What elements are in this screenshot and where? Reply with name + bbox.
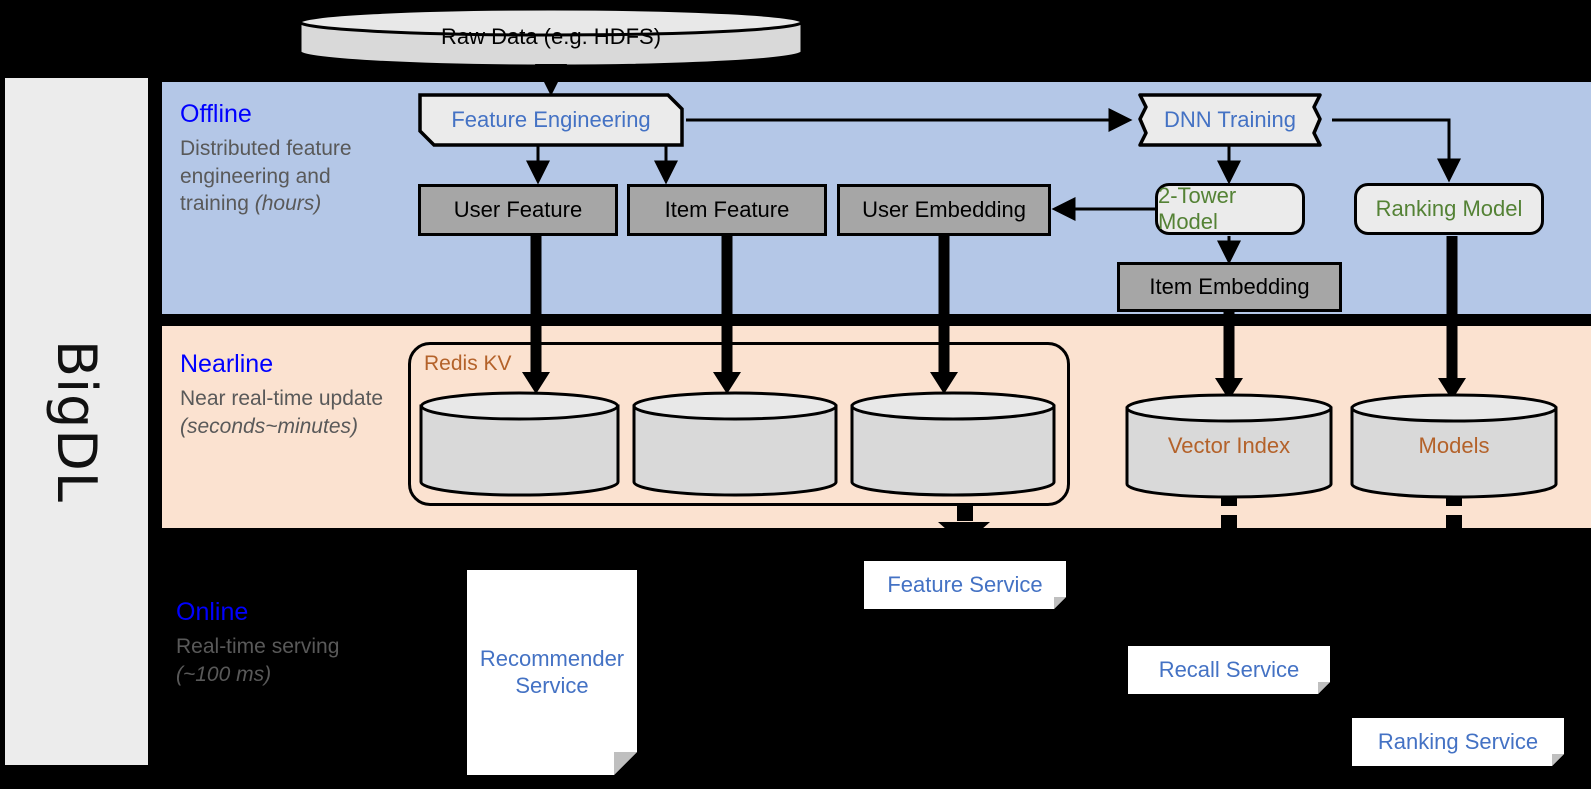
user-embedding-label: User Embedding [862,197,1026,222]
online-subtitle-emphasis: (~100 ms) [176,662,272,686]
recall-service-label: Recall Service [1158,656,1300,682]
node-two-tower-model[interactable]: 2-Tower Model [1155,183,1305,235]
offline-title: Offline [180,100,252,128]
node-ranking-model[interactable]: Ranking Model [1354,183,1544,235]
online-title: Online [176,598,249,626]
nearline-subtitle: Near real-time update (seconds~minutes) [180,385,390,440]
store-item-feature-label [631,390,839,498]
nearline-subtitle-text: Near real-time update [180,387,384,410]
offline-subtitle-text: Distributed feature engineering and trai… [180,137,352,216]
ranking-model-label: Ranking Model [1375,196,1523,221]
vector-index-label: Vector Index [1167,433,1291,458]
offline-subtitle-emphasis: (hours) [254,192,322,216]
node-user-feature[interactable]: User Feature [418,184,618,236]
nearline-text-block: Nearline Near real-time update (seconds~… [180,350,390,440]
brand-label-vertical: BigDL [5,78,148,765]
item-embedding-label: Item Embedding [1149,274,1310,299]
models-label: Models [1418,433,1490,458]
feature-service-label: Feature Service [887,571,1043,597]
recommender-service-label: Recommender Service [479,645,625,698]
group-redis-kv [408,342,1070,506]
online-subtitle-text: Real-time serving [176,635,340,658]
user-feature-label: User Feature [453,197,583,222]
node-item-feature[interactable]: Item Feature [627,184,827,236]
nearline-subtitle-emphasis: (seconds~minutes) [180,414,358,438]
node-user-embedding[interactable]: User Embedding [837,184,1051,236]
store-vector-index[interactable]: Vector Index [1124,392,1334,500]
node-feature-engineering[interactable]: Feature Engineering [418,93,684,147]
node-dnn-training[interactable]: DNN Training [1128,93,1332,147]
node-recall-service[interactable]: Recall Service [1128,646,1330,694]
item-feature-label: Item Feature [664,197,790,222]
band-offline: Offline Distributed feature engineering … [158,78,1591,318]
redis-kv-label: Redis KV [424,352,512,375]
node-ranking-service[interactable]: Ranking Service [1352,718,1564,766]
node-item-embedding[interactable]: Item Embedding [1117,262,1342,312]
store-user-embedding[interactable] [849,390,1057,498]
store-models[interactable]: Models [1349,392,1559,500]
raw-data-label: Raw Data (e.g. HDFS) [440,24,662,49]
sidebar-bigdl: BigDL [5,78,148,765]
dnn-training-label: DNN Training [1163,107,1297,132]
two-tower-model-label: 2-Tower Model [1158,183,1237,234]
offline-subtitle: Distributed feature engineering and trai… [180,135,360,218]
ranking-service-label: Ranking Service [1377,728,1539,754]
raw-data-cylinder: Raw Data (e.g. HDFS) [297,6,805,68]
online-text-block: Online Real-time serving (~100 ms) [176,598,376,688]
brand-name: BigDL [45,340,108,503]
feature-engineering-label: Feature Engineering [451,107,651,132]
node-recommender-service[interactable]: Recommender Service [467,570,637,775]
store-user-feature[interactable] [418,390,621,498]
store-user-embedding-label [849,390,1057,498]
store-item-feature[interactable] [631,390,839,498]
online-subtitle: Real-time serving (~100 ms) [176,633,376,688]
nearline-title: Nearline [180,350,274,378]
offline-text-block: Offline Distributed feature engineering … [180,100,360,218]
store-user-feature-label [418,390,621,498]
node-feature-service[interactable]: Feature Service [864,561,1066,609]
